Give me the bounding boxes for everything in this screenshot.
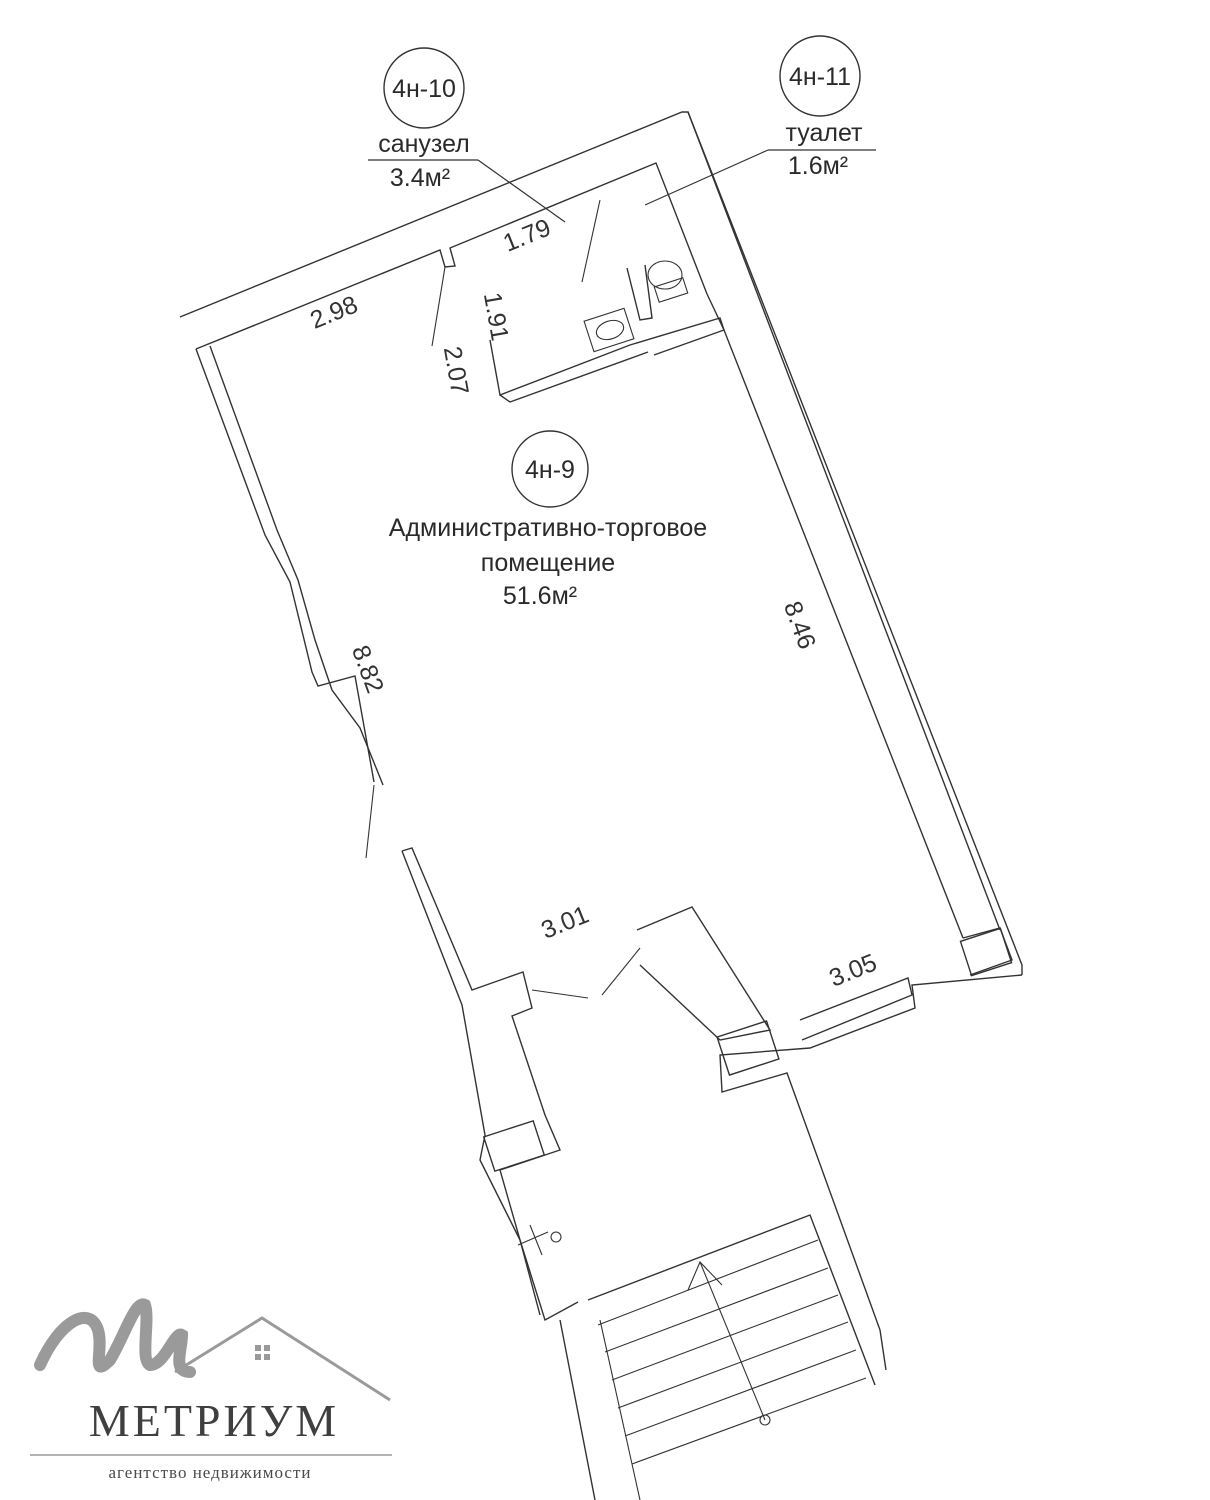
sanitary-block [431,199,725,403]
logo-mark-icon [34,1298,196,1378]
dimension-partition: 2.07 [438,344,474,397]
dimension-right-wall: 8.46 [778,598,821,653]
dimension-sanuzel-width: 1.79 [499,213,555,257]
dimension-bottom-left: 3.01 [537,900,593,944]
room-10-id: 4н-10 [392,75,456,103]
dimension-sanuzel-depth: 1.91 [478,290,514,343]
room-11-name: туалет [786,119,864,147]
room-9-name-line1: Административно-торговое [389,514,707,542]
sink-icon [583,307,635,353]
room-9-area: 51.6м² [503,582,577,610]
room-badge-4n-10: 4н-10 [383,47,465,129]
room-10-area: 3.4м² [390,164,450,192]
toilet-icon [647,260,689,303]
dimension-left-wall: 8.82 [346,642,389,697]
outer-walls [179,111,1023,1371]
logo-roof-icon [174,1316,391,1402]
room-9-name-line2: помещение [481,549,615,577]
room-badge-4n-9: 4н-9 [511,430,589,508]
brand-logo: МЕТРИУМ агентство недвижимости [30,1298,392,1482]
room-9-id: 4н-9 [525,456,575,484]
dimension-top-left: 2.98 [306,290,362,334]
logo-window-icon [255,1345,270,1360]
room-10-name: санузел [378,130,470,158]
room-11-id: 4н-11 [789,63,851,91]
brand-name: МЕТРИУМ [89,1395,339,1446]
room-11-area: 1.6м² [788,152,848,180]
brand-tagline: агентство недвижимости [109,1463,312,1482]
dimension-bottom-right: 3.05 [825,948,881,992]
staircase [559,1214,876,1500]
room-badge-4n-11: 4н-11 [779,35,861,117]
